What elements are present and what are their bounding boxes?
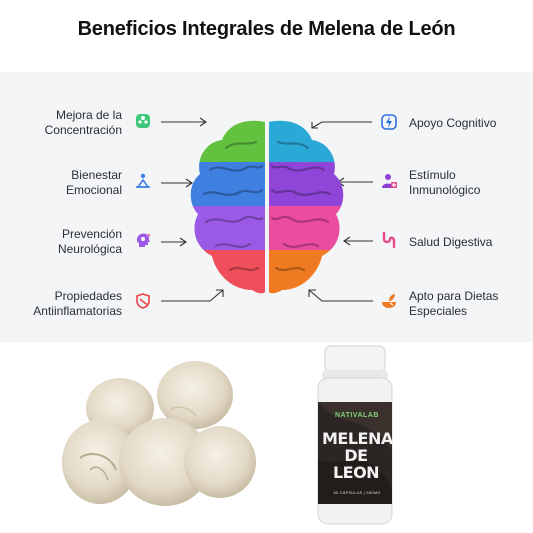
lions-mane-mushroom-image [62,361,256,506]
benefits-panel [0,72,533,342]
digestive-icon [382,231,396,249]
arrow-digestive [343,236,373,246]
benefit-cognitive-label: Apoyo Cognitivo [409,116,497,130]
arrow-antiinflammatory [161,289,224,302]
benefit-digestive-label: Salud Digestiva [409,235,493,249]
immune-plus-icon [382,174,397,188]
puzzle-icon [136,114,150,128]
bottle-small-print: 60 CÁPSULAS | 500MG [333,490,381,495]
brain-left-band-4 [190,250,265,294]
brain-left-band-1 [190,120,265,162]
brain-right-band-1 [269,120,344,162]
brain-bolt-icon [381,114,397,130]
meditation-icon [136,173,150,188]
arrow-concentration [161,117,207,127]
brain-illustration [190,120,344,294]
supplement-bottle-image [317,345,393,525]
brain-right-band-3 [269,206,344,250]
bottle-brand: NATIVALAB [335,412,379,419]
shield-drop-icon [136,293,150,309]
arrow-emotional [161,178,193,188]
brain-left-band-2 [190,162,265,206]
food-leaf-icon [382,294,396,308]
arrow-cognitive [311,121,372,129]
page-title: Beneficios Integrales de Melena de León [77,18,456,40]
arrow-diets [308,289,373,302]
brain-left-band-3 [190,206,265,250]
brain-right-band-2 [269,162,344,206]
arrow-neurological [161,237,187,247]
brain-right-band-4 [269,250,344,294]
head-gear-icon [136,233,151,247]
